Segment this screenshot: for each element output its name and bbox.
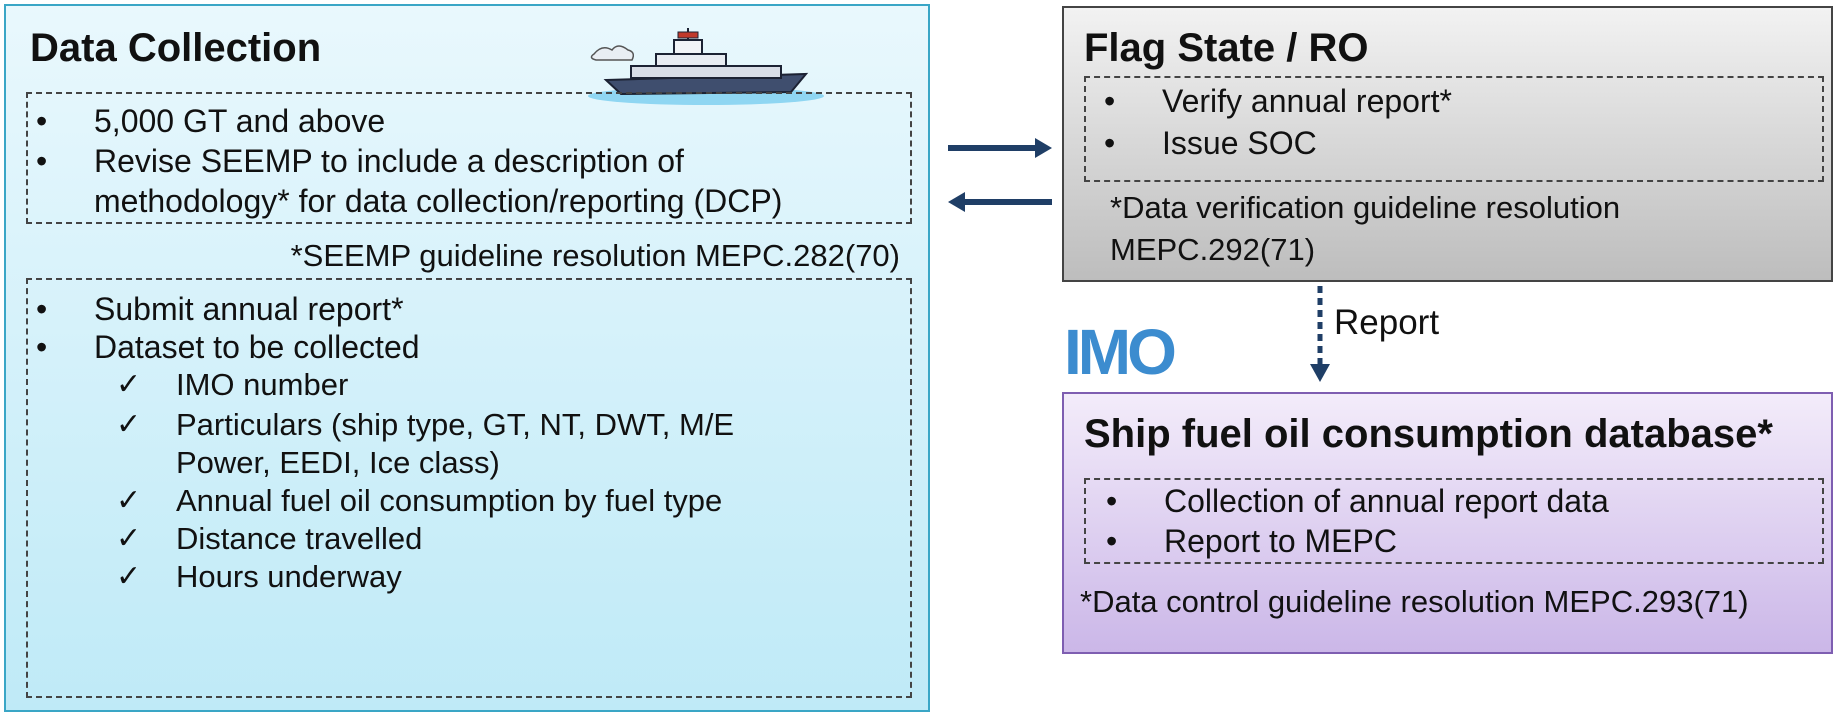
dataset-item-continuation: Power, EEDI, Ice class): [176, 445, 500, 480]
arrow-right-icon: [1035, 138, 1052, 158]
flag-state-dashed-box: [1084, 76, 1824, 182]
imo-logo: IMO: [1064, 320, 1179, 380]
fuel-database-item: Report to MEPC: [1106, 518, 1397, 564]
fuel-database-title: Ship fuel oil consumption database*: [1084, 412, 1773, 456]
report-dashed-box: [26, 278, 912, 698]
flag-state-item: Issue SOC: [1104, 120, 1317, 166]
scope-item: Revise SEEMP to include a description of: [36, 138, 684, 184]
fuel-database-item: Collection of annual report data: [1106, 478, 1609, 524]
report-item: Dataset to be collected: [36, 324, 419, 370]
fuel-database-box: Ship fuel oil consumption database* Coll…: [1062, 392, 1833, 654]
dataset-item: Distance travelled: [116, 516, 423, 562]
scope-item-continuation: methodology* for data collection/reporti…: [94, 183, 783, 219]
report-arrow: [1310, 286, 1330, 382]
data-collection-box: Data Collection 5,000 GT and above Revis…: [4, 4, 930, 712]
seemp-note: *SEEMP guideline resolution MEPC.282(70): [290, 238, 900, 273]
ship-illustration: [588, 28, 824, 105]
dataset-item: Particulars (ship type, GT, NT, DWT, M/E: [116, 402, 734, 448]
dataset-item: IMO number: [116, 362, 348, 408]
exchange-arrows: [948, 138, 1052, 212]
flag-state-item: Verify annual report*: [1104, 78, 1452, 124]
arrow-left-icon: [948, 192, 965, 212]
report-item: Submit annual report*: [36, 286, 403, 332]
report-label: Report: [1334, 303, 1440, 342]
dataset-item: Hours underway: [116, 554, 402, 600]
arrow-down-icon: [1310, 364, 1330, 382]
scope-item: 5,000 GT and above: [36, 98, 385, 144]
imo-logo-text: IMO: [1064, 320, 1175, 380]
flag-state-box: Flag State / RO Verify annual report* Is…: [1062, 6, 1833, 282]
fuel-database-note: *Data control guideline resolution MEPC.…: [1080, 584, 1749, 619]
flag-state-title: Flag State / RO: [1084, 26, 1369, 70]
flag-state-note-line2: MEPC.292(71): [1110, 232, 1316, 267]
flag-state-note-line1: *Data verification guideline resolution: [1110, 190, 1621, 225]
data-collection-title: Data Collection: [30, 26, 322, 70]
scope-dashed-box: [26, 92, 912, 224]
